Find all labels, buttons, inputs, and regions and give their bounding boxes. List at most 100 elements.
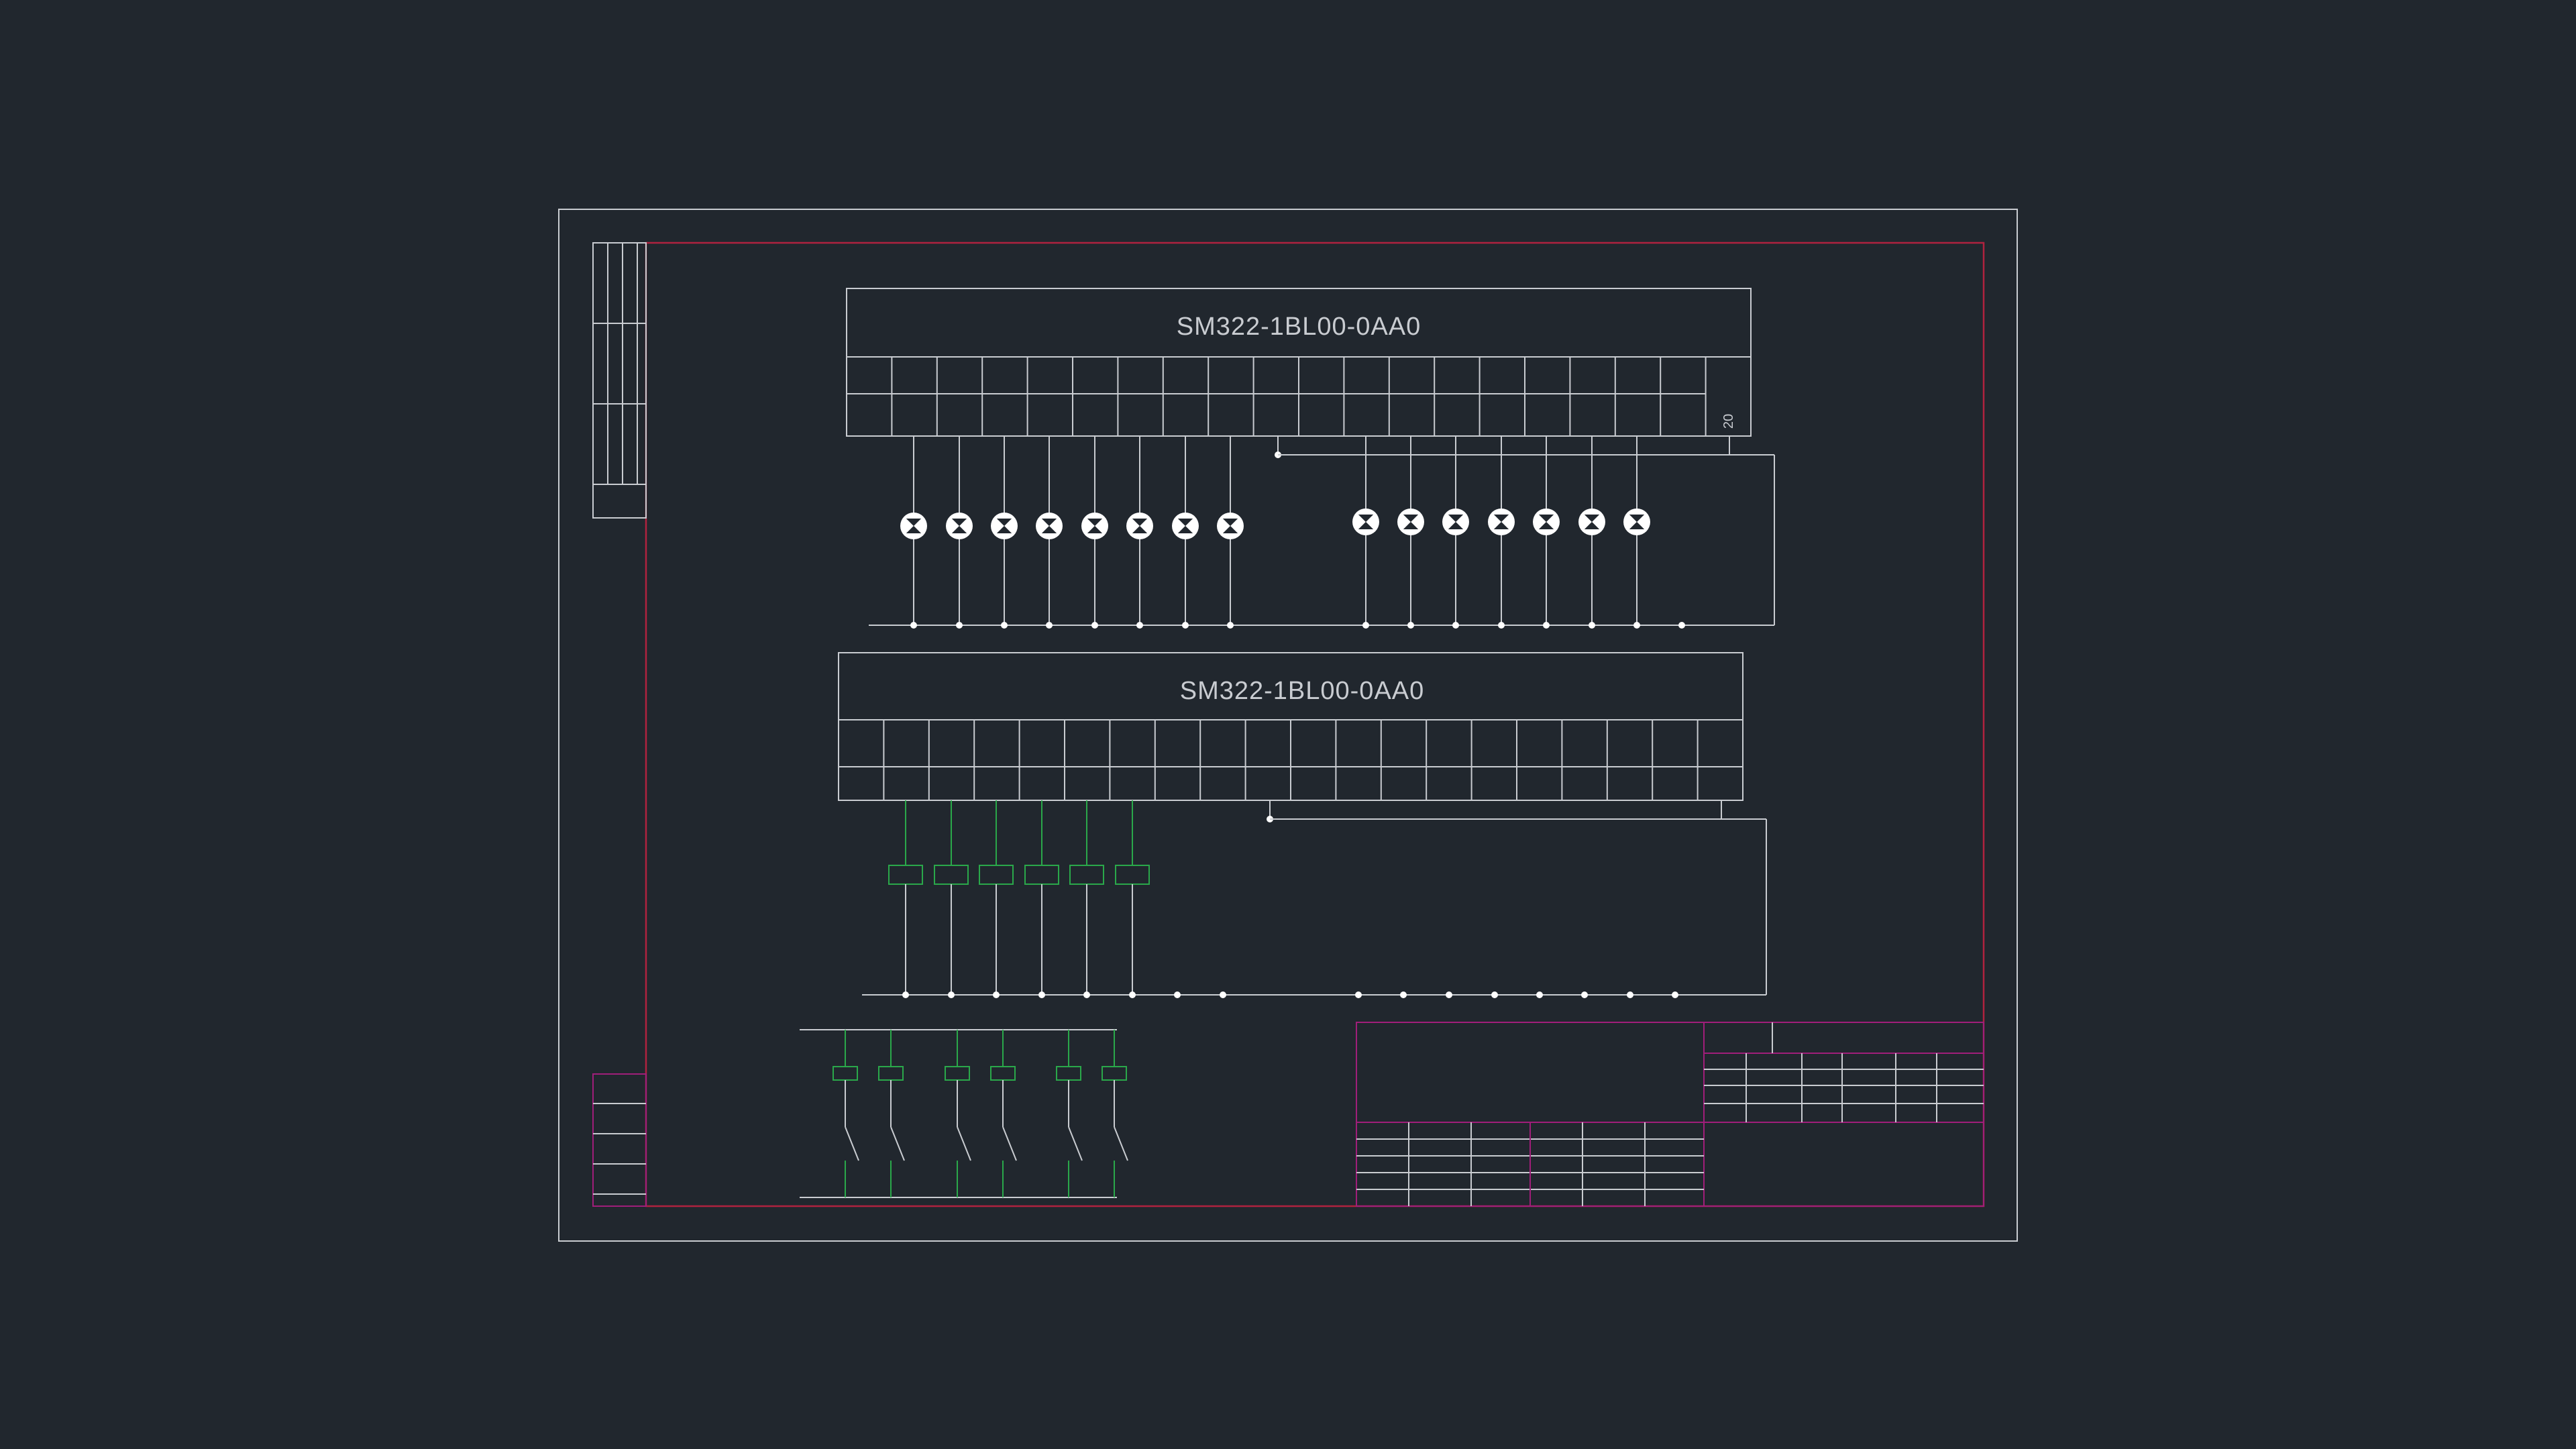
outer-border <box>558 209 2018 1242</box>
inner-border <box>645 241 1985 1208</box>
junction-dot <box>1446 991 1452 998</box>
lamp-cross-top <box>1042 519 1057 526</box>
indicator-lamp-icon <box>1623 508 1650 535</box>
indicator-lamp-icon <box>1352 508 1379 535</box>
indicator-lamp-icon <box>1081 513 1108 539</box>
lamp-cross-bottom <box>1178 526 1193 533</box>
junction-dot <box>1678 622 1685 629</box>
indicator-lamp-icon <box>1036 513 1063 539</box>
indicator-lamp-icon <box>991 513 1018 539</box>
junction-dot <box>1129 991 1136 998</box>
module-top-terminal-strip <box>891 357 1707 436</box>
junction-dot <box>1220 991 1226 998</box>
switch-contact-icon <box>890 1126 905 1161</box>
junction-dot <box>910 622 917 629</box>
relay-coil-small-icon <box>1102 1066 1127 1081</box>
lamp-cross-top <box>1629 515 1644 522</box>
junction-dot <box>1589 622 1595 629</box>
junction-dot <box>1536 991 1543 998</box>
switch-contact-icon <box>1002 1126 1017 1161</box>
relay-coil-small-icon <box>990 1066 1016 1081</box>
lamp-cross-bottom <box>997 526 1012 533</box>
indicator-lamp-icon <box>1488 508 1515 535</box>
relay-coil-icon <box>1024 865 1059 885</box>
lamp-cross-top <box>1358 515 1373 522</box>
junction-dot <box>1633 622 1640 629</box>
relay-coil-icon <box>1069 865 1104 885</box>
lamp-cross-bottom <box>1629 522 1644 529</box>
junction-dot <box>1491 991 1498 998</box>
lamp-cross-top <box>1585 515 1599 522</box>
title-block <box>1356 1022 1984 1207</box>
lamp-cross-bottom <box>1585 522 1599 529</box>
relay-coil-small-icon <box>1056 1066 1081 1081</box>
lamp-cross-top <box>1403 515 1418 522</box>
lamp-cross-top <box>1539 515 1554 522</box>
lamp-cross-bottom <box>906 526 921 533</box>
lamp-cross-top <box>906 519 921 526</box>
module-top[interactable]: SM322-1BL00-0AA0 20 <box>846 288 1752 437</box>
junction-dot <box>1038 991 1045 998</box>
junction-dot <box>1672 991 1678 998</box>
lamp-cross-bottom <box>1087 526 1102 533</box>
left-binding-strip-bottom <box>592 1073 647 1207</box>
lamp-cross-top <box>997 519 1012 526</box>
junction-dot <box>1001 622 1008 629</box>
junction-dot <box>1498 622 1505 629</box>
left-binding-strip-top <box>592 242 647 519</box>
lamp-cross-bottom <box>1358 522 1373 529</box>
junction-dot <box>1452 622 1459 629</box>
junction-dot <box>1136 622 1143 629</box>
indicator-lamp-icon <box>1442 508 1469 535</box>
module-bottom-title: SM322-1BL00-0AA0 <box>1180 677 1425 705</box>
relay-coil-icon <box>934 865 969 885</box>
lamp-cross-bottom <box>1494 522 1509 529</box>
lamp-cross-bottom <box>1223 526 1238 533</box>
indicator-lamp-icon <box>900 513 927 539</box>
lamp-cross-top <box>1178 519 1193 526</box>
junction-dot <box>1091 622 1098 629</box>
junction-dot <box>902 991 909 998</box>
indicator-lamp-icon <box>1217 513 1244 539</box>
output-wiring-bottom <box>862 800 1767 998</box>
module-bottom[interactable]: SM322-1BL00-0AA0 <box>838 652 1743 801</box>
lamp-cross-bottom <box>1132 526 1147 533</box>
lamp-cross-top <box>1223 519 1238 526</box>
junction-dot <box>1083 991 1090 998</box>
junction-dot <box>956 622 963 629</box>
indicator-lamp-icon <box>1172 513 1199 539</box>
module-top-title: SM322-1BL00-0AA0 <box>1177 313 1421 341</box>
lamp-cross-bottom <box>1539 522 1554 529</box>
junction-dot <box>948 991 955 998</box>
switch-contact-icon <box>1068 1126 1083 1161</box>
relay-coil-icon <box>979 865 1014 885</box>
module-bottom-terminal-strip <box>883 720 1699 800</box>
switch-contact-icon <box>1114 1126 1128 1161</box>
lamp-cross-top <box>1448 515 1463 522</box>
indicator-lamp-icon <box>1533 508 1560 535</box>
relay-coil-small-icon <box>878 1066 904 1081</box>
lamp-cross-bottom <box>1448 522 1463 529</box>
drawing-frame <box>558 209 2018 1242</box>
indicator-lamp-icon <box>946 513 973 539</box>
lamp-cross-top <box>952 519 967 526</box>
junction-dot <box>1174 991 1181 998</box>
junction-dot <box>1543 622 1550 629</box>
lamp-cross-bottom <box>1403 522 1418 529</box>
lamp-cross-top <box>1087 519 1102 526</box>
relay-coil-icon <box>888 865 923 885</box>
indicator-lamp-icon <box>1397 508 1424 535</box>
output-wiring-top <box>869 436 1775 629</box>
relay-contact-section <box>800 1029 1128 1198</box>
junction-dot <box>1362 622 1369 629</box>
lamp-cross-top <box>1494 515 1509 522</box>
junction-dot <box>1227 622 1234 629</box>
relay-coil-small-icon <box>945 1066 970 1081</box>
junction-dot <box>1182 622 1189 629</box>
junction-dot <box>1355 991 1362 998</box>
junction-dot <box>1627 991 1633 998</box>
junction-dot <box>1407 622 1414 629</box>
indicator-lamp-icon <box>1126 513 1153 539</box>
lamp-cross-top <box>1132 519 1147 526</box>
